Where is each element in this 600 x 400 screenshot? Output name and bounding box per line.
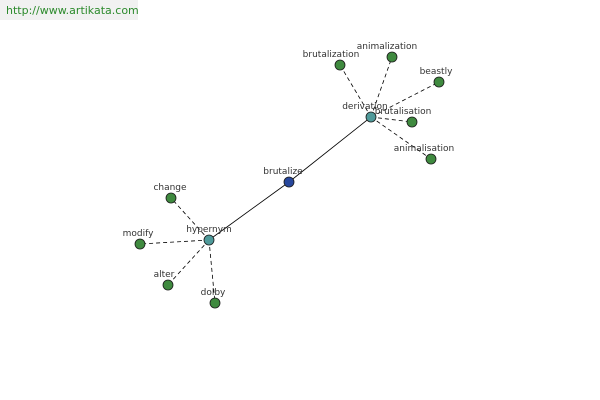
- edge-center-derivation: [288, 116, 372, 183]
- word-label: change: [153, 183, 187, 193]
- site-url-link[interactable]: http://www.artikata.com: [6, 4, 139, 17]
- edge-derivation-beastly: [370, 81, 440, 118]
- word-label: modify: [123, 229, 154, 239]
- relation-label: derivation: [342, 102, 388, 112]
- word-node[interactable]: animalisation: [394, 144, 454, 165]
- relation-label: hypernym: [186, 225, 232, 235]
- edge-center-hypernym: [208, 181, 290, 241]
- word-label: alter: [154, 270, 175, 280]
- edge-derivation-animalisation: [370, 116, 432, 160]
- edge-hypernym-alter: [167, 239, 210, 286]
- edge-derivation-animalization: [370, 56, 393, 118]
- word-node[interactable]: alter: [154, 270, 175, 291]
- center-word-label: brutalize: [263, 167, 303, 177]
- word-label: animalization: [357, 42, 417, 52]
- center-word-node[interactable]: brutalize: [263, 167, 303, 188]
- relation-node-derivation[interactable]: derivation: [342, 102, 388, 123]
- word-node[interactable]: modify: [123, 229, 154, 250]
- word-label: dolby: [201, 288, 226, 298]
- word-label: beastly: [420, 67, 453, 77]
- word-label: animalisation: [394, 144, 454, 154]
- edge-derivation-brutalization: [339, 64, 372, 118]
- word-node[interactable]: dolby: [201, 288, 226, 309]
- word-node[interactable]: change: [153, 183, 187, 204]
- word-node[interactable]: beastly: [420, 67, 453, 88]
- word-node[interactable]: animalization: [357, 42, 417, 63]
- word-node[interactable]: brutalisation: [375, 107, 432, 128]
- relation-node-hypernym[interactable]: hypernym: [186, 225, 232, 246]
- word-label: brutalization: [303, 50, 360, 60]
- word-node[interactable]: brutalization: [303, 50, 360, 71]
- edge-hypernym-change: [170, 197, 210, 241]
- site-url-banner: http://www.artikata.com: [0, 0, 139, 20]
- edge-hypernym-modify: [139, 239, 210, 245]
- edge-hypernym-dolby: [208, 239, 216, 304]
- word-label: brutalisation: [375, 107, 432, 117]
